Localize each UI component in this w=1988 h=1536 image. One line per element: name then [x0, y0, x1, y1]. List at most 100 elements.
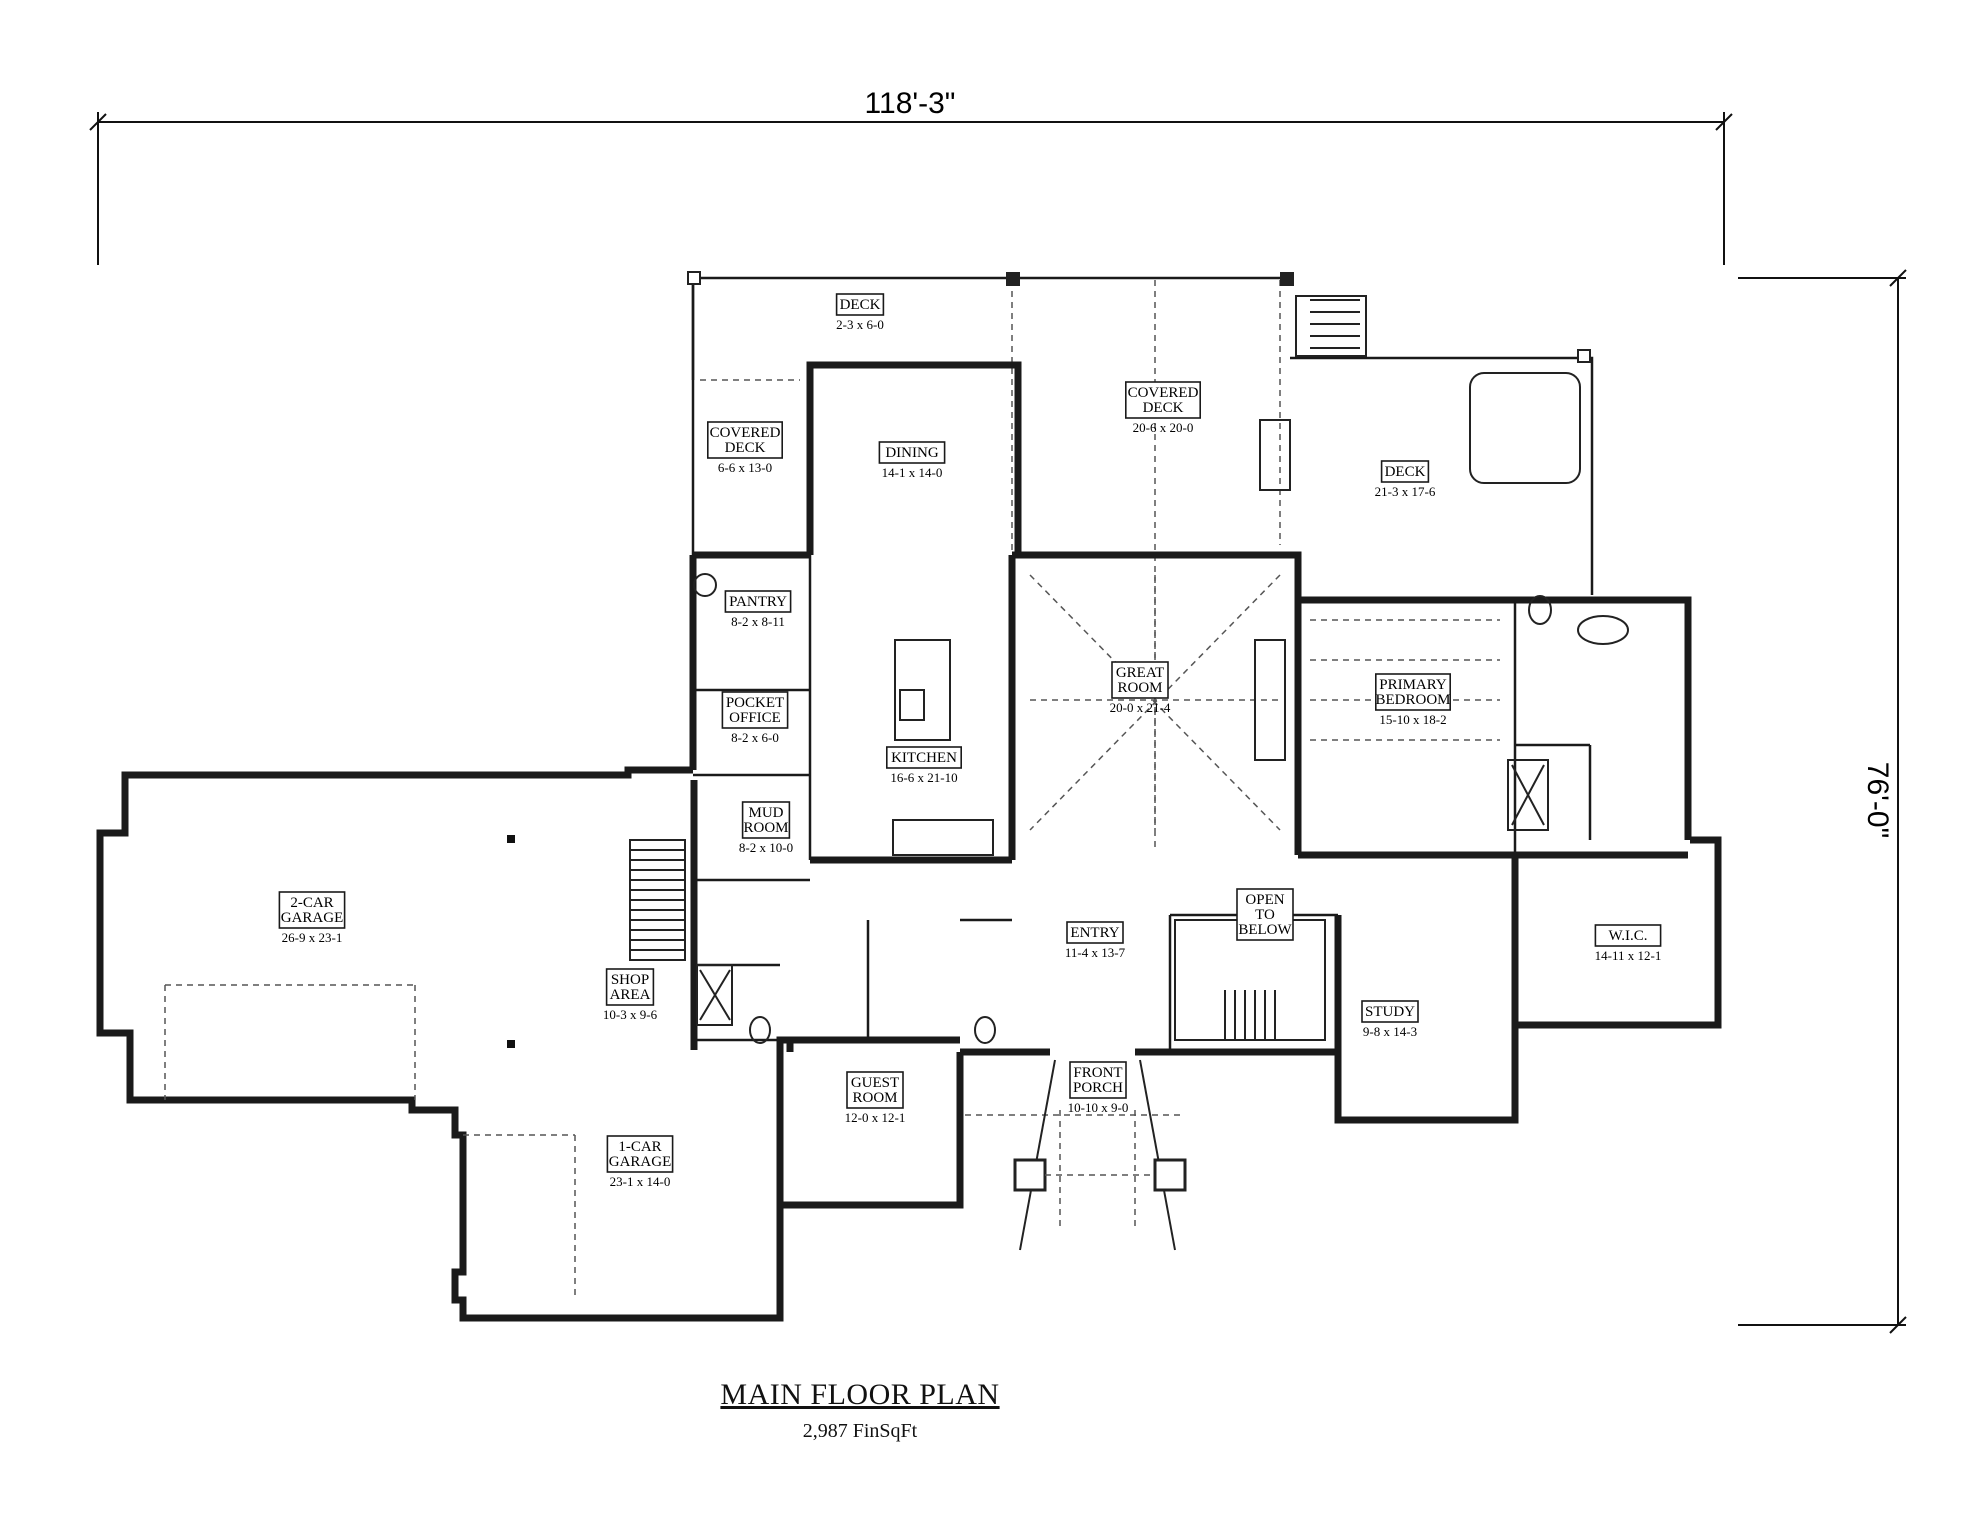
room-name: STUDY	[1365, 1004, 1415, 1020]
ceiling-lines	[164, 574, 1500, 1300]
interior-walls	[693, 555, 1592, 1052]
overall-depth-dimension: 76'-0"	[1738, 269, 1907, 1334]
room-name: ENTRY	[1070, 925, 1119, 941]
room-name: COVERED	[1128, 385, 1199, 401]
room-name: AREA	[610, 987, 651, 1003]
room-name: BEDROOM	[1375, 692, 1450, 708]
room-name: ROOM	[852, 1090, 897, 1106]
room-size: 23-1 x 14-0	[610, 1174, 671, 1189]
room-name: 2-CAR	[290, 895, 333, 911]
room-label-box	[741, 801, 791, 839]
room-label-box	[1066, 921, 1124, 944]
room-size: 8-2 x 6-0	[731, 730, 779, 745]
room-label-box	[605, 968, 655, 1006]
overall-width-dimension: 118'-3"	[89, 87, 1733, 265]
room-name: W.I.C.	[1608, 928, 1647, 944]
room-name: PANTRY	[729, 594, 787, 610]
room-label-box	[1594, 924, 1662, 947]
room-label-box	[885, 746, 962, 769]
room-label-box	[1111, 661, 1169, 699]
overall-depth-label: 76'-0"	[1861, 762, 1894, 838]
room-label-entry: ENTRY 11-4 x 13-7	[1065, 921, 1126, 960]
room-label-pantry: PANTRY 8-2 x 8-11	[724, 590, 792, 629]
room-label-box	[846, 1071, 904, 1109]
room-name: OPEN	[1245, 892, 1284, 908]
room-name: 1-CAR	[618, 1139, 661, 1155]
room-name: DECK	[1143, 400, 1184, 416]
room-size: 21-3 x 17-6	[1375, 484, 1436, 499]
fixtures	[507, 419, 1629, 1048]
room-name: PRIMARY	[1379, 677, 1447, 693]
room-label-box	[724, 590, 792, 613]
room-size: 10-3 x 9-6	[603, 1007, 658, 1022]
title-block: MAIN FLOOR PLAN 2,987 FinSqFt	[700, 1378, 1020, 1443]
room-size: 16-6 x 21-10	[890, 770, 957, 785]
room-size: 26-9 x 23-1	[282, 930, 343, 945]
room-label-box	[835, 293, 885, 316]
room-name: POCKET	[726, 695, 784, 711]
room-label-box	[1236, 888, 1294, 941]
room-size: 14-11 x 12-1	[1595, 948, 1662, 963]
overall-width-label: 118'-3"	[865, 87, 956, 120]
room-size: 6-6 x 13-0	[718, 460, 772, 475]
room-name: GARAGE	[281, 910, 344, 926]
room-size: 11-4 x 13-7	[1065, 945, 1126, 960]
room-name: ROOM	[743, 820, 788, 836]
room-label-box	[706, 421, 783, 459]
room-label-box	[1380, 460, 1430, 483]
room-name: TO	[1255, 907, 1275, 923]
front-porch-steps	[1013, 1059, 1187, 1251]
room-name: GREAT	[1116, 665, 1164, 681]
room-label-box	[1069, 1061, 1127, 1099]
room-name: BELOW	[1238, 922, 1292, 938]
room-size: 2-3 x 6-0	[836, 317, 884, 332]
room-name: ROOM	[1117, 680, 1162, 696]
room-name: SHOP	[611, 972, 649, 988]
room-name: COVERED	[710, 425, 781, 441]
stairs	[629, 299, 1360, 1041]
room-size: 20-0 x 21-4	[1110, 700, 1171, 715]
exterior-walls	[96, 361, 1722, 1322]
room-label-wic: W.I.C. 14-11 x 12-1	[1594, 924, 1662, 963]
room-label-dining: DINING 14-1 x 14-0	[878, 441, 946, 480]
room-label-box	[1361, 1000, 1419, 1023]
room-size: 20-6 x 20-0	[1133, 420, 1194, 435]
plan-area: 2,987 FinSqFt	[802, 1420, 918, 1442]
room-size: 14-1 x 14-0	[882, 465, 943, 480]
room-label-box	[1375, 673, 1452, 711]
room-size: 12-0 x 12-1	[845, 1110, 906, 1125]
room-name: DECK	[725, 440, 766, 456]
room-name: FRONT	[1073, 1065, 1122, 1081]
room-name: MUD	[748, 805, 783, 821]
room-name: DECK	[840, 297, 881, 313]
room-label-box	[278, 891, 346, 929]
room-size: 8-2 x 8-11	[731, 614, 785, 629]
room-size: 8-2 x 10-0	[739, 840, 793, 855]
room-label-box	[1125, 381, 1202, 419]
upper-deck-outlines	[687, 271, 1594, 850]
room-size: 10-10 x 9-0	[1068, 1100, 1129, 1115]
room-name: GUEST	[851, 1075, 899, 1091]
room-label-box	[606, 1135, 674, 1173]
room-size: 15-10 x 18-2	[1379, 712, 1446, 727]
room-label-box	[878, 441, 946, 464]
room-name: DINING	[885, 445, 938, 461]
room-name: PORCH	[1073, 1080, 1123, 1096]
